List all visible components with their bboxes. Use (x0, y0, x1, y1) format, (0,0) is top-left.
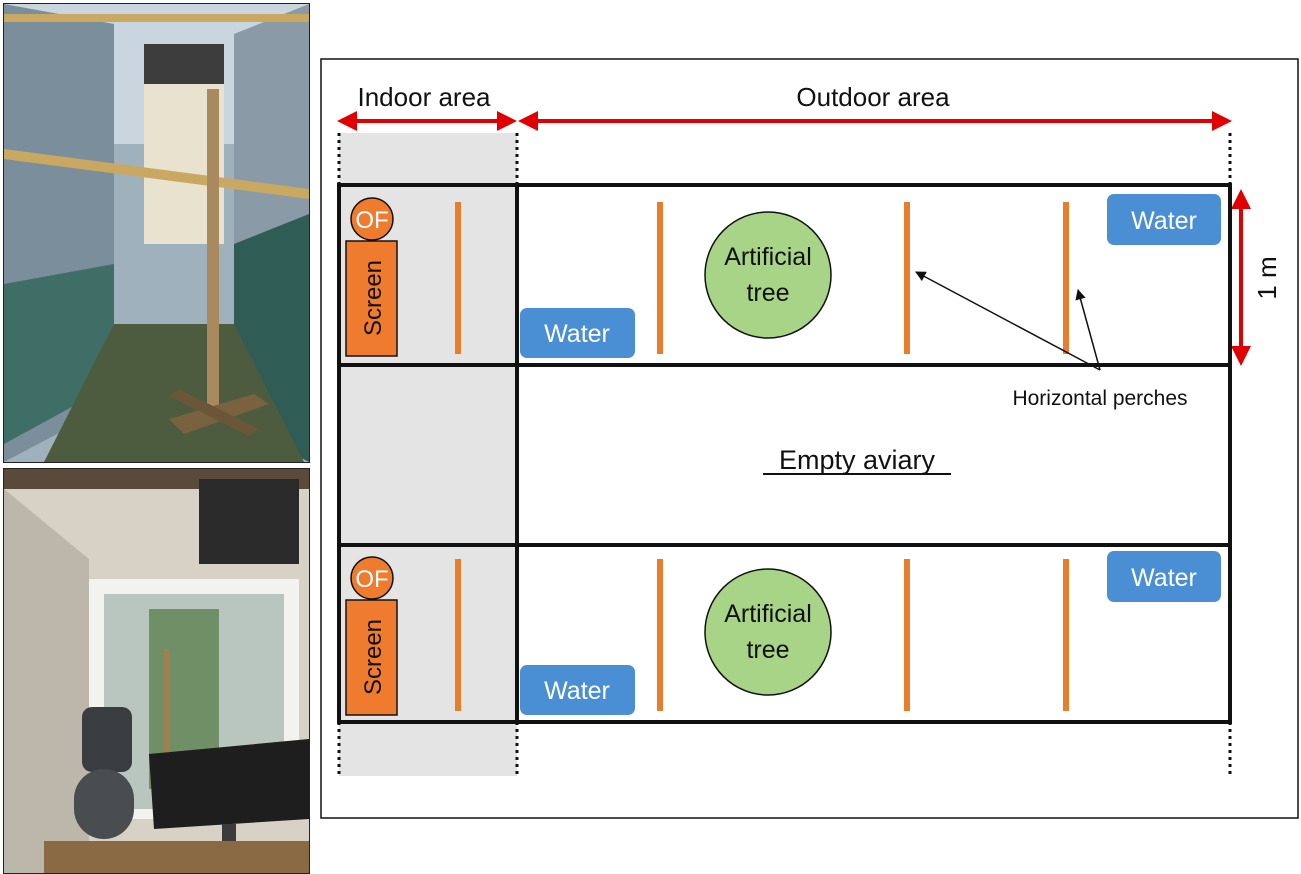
water-label: Water (1131, 207, 1197, 235)
perch (455, 202, 461, 354)
water-container (1107, 551, 1221, 602)
perch (904, 559, 910, 711)
perch (1063, 202, 1069, 354)
perch-callout-arrows (915, 271, 1101, 371)
indoor-area-label: Indoor area (358, 82, 492, 112)
artificial-tree (704, 568, 832, 696)
artificial-tree (704, 211, 832, 339)
photo-icon (4, 4, 309, 462)
aviary-outlines (337, 183, 1232, 724)
scale-label: 1 m (1252, 256, 1282, 299)
of-label: OF (355, 207, 388, 234)
water-container (1107, 194, 1221, 245)
tree-label-line2: tree (746, 279, 789, 307)
perch (657, 559, 663, 711)
of-marker (350, 197, 394, 241)
screen-box (345, 599, 398, 716)
perches (455, 202, 1069, 354)
of-marker (350, 556, 394, 600)
water-label: Water (1131, 564, 1197, 592)
perch (1063, 559, 1069, 711)
screen-box (345, 240, 398, 357)
water-label: Water (544, 677, 610, 705)
empty-aviary-label: Empty aviary (779, 445, 936, 475)
tree-label-line1: Artificial (724, 243, 812, 271)
bottom-aviary: OF Screen Water Water Artificial tree (345, 551, 1221, 716)
tree-label-line2: tree (746, 636, 789, 664)
perches (455, 559, 1069, 711)
dotted-boundaries (337, 133, 1232, 776)
indoor-room-photo (3, 468, 310, 874)
photo-icon (4, 469, 309, 873)
water-container (520, 308, 635, 358)
water-container (520, 665, 635, 715)
of-label: OF (355, 566, 388, 593)
perch (657, 202, 663, 354)
tree-label-line1: Artificial (724, 600, 812, 628)
water-label: Water (544, 320, 610, 348)
perches-label: Horizontal perches (1012, 387, 1187, 410)
perch (455, 559, 461, 711)
aviary-diagram: Indoor area Outdoor area 1 m OF Screen W… (320, 58, 1299, 819)
screen-label: Screen (360, 619, 387, 695)
perch (904, 202, 910, 354)
outdoor-aviary-photo (3, 3, 310, 463)
outdoor-area-label: Outdoor area (796, 82, 950, 112)
top-aviary: OF Screen Water Water Artificial tree (345, 194, 1221, 358)
screen-label: Screen (360, 260, 387, 336)
